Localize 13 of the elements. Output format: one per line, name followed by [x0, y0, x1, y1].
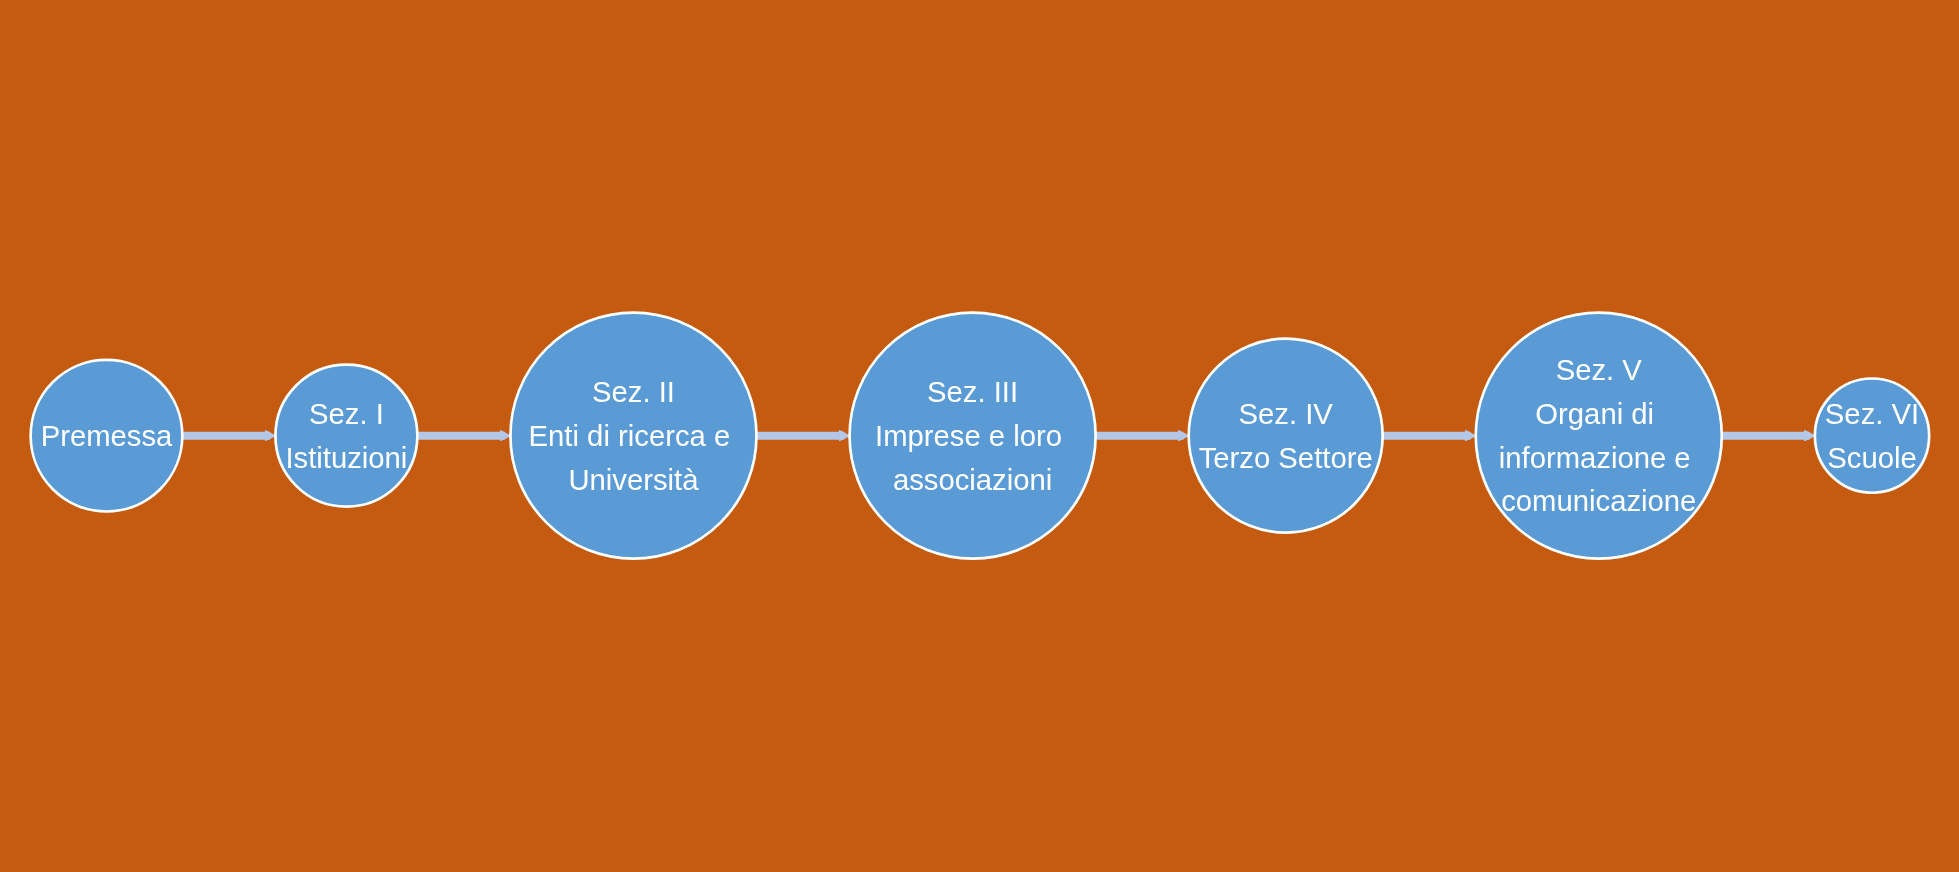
- node-circle: Sez. II Enti di ricerca e Università: [508, 311, 758, 561]
- node-circle: Sez. III Imprese e loro associazioni: [847, 311, 1097, 561]
- node-circle: Sez. I Istituzioni: [273, 363, 419, 509]
- node-circle: Sez. VI Scuole: [1813, 377, 1931, 495]
- arrow: [1382, 430, 1476, 442]
- arrow: [1721, 430, 1815, 442]
- node-circle: Sez. IV Terzo Settore: [1186, 337, 1384, 535]
- arrow: [416, 430, 511, 442]
- arrow: [181, 430, 276, 442]
- arrow: [756, 430, 850, 442]
- node-circle: Premessa: [28, 358, 184, 514]
- node-circle: Sez. V Organi di informazione e comunicazione: [1474, 311, 1723, 561]
- arrow: [1095, 430, 1189, 442]
